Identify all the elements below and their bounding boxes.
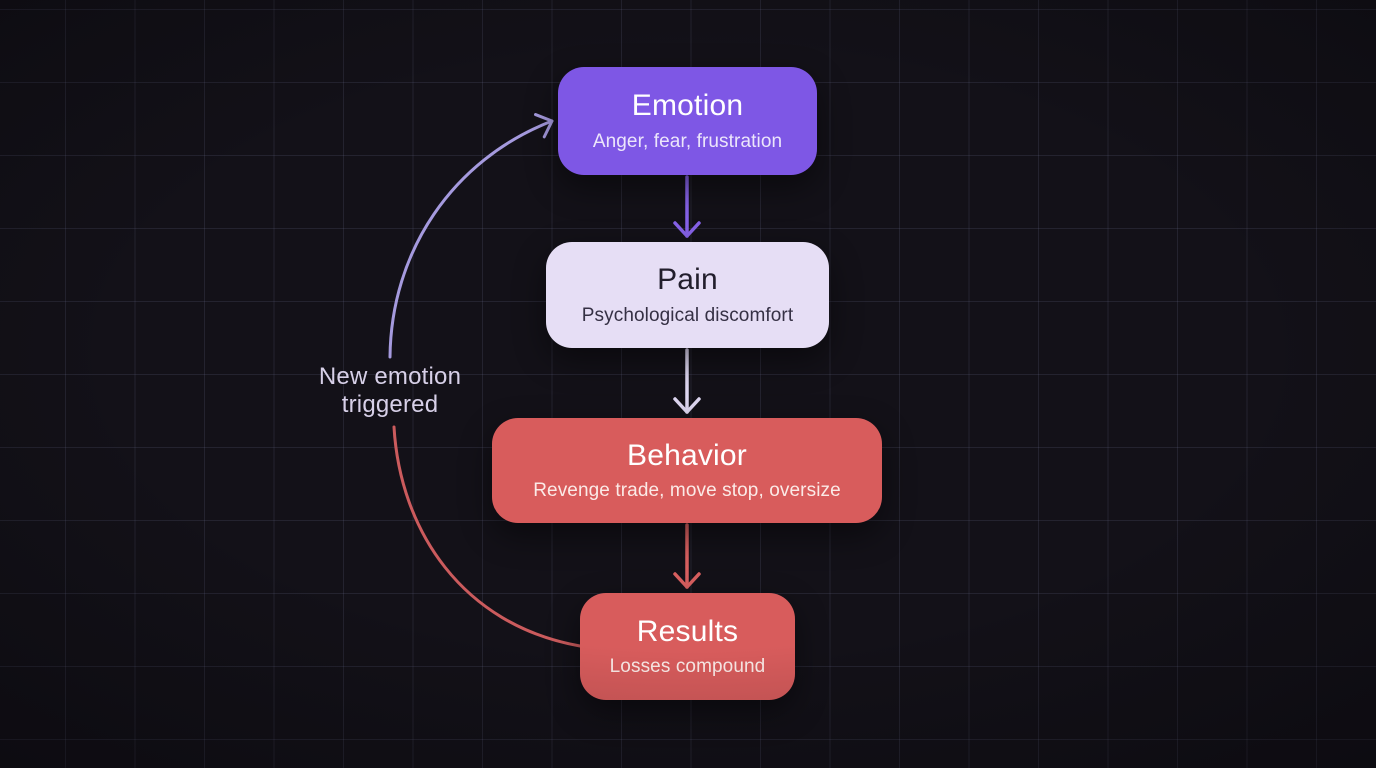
node-pain: Pain Psychological discomfort	[546, 242, 829, 348]
loop-results-to-emotion-bottom	[392, 425, 582, 648]
loop-results-to-emotion-top	[388, 113, 554, 359]
node-emotion-subtitle: Anger, fear, frustration	[592, 130, 783, 152]
node-results-title: Results	[636, 614, 739, 648]
loop-label: New emotion triggered	[318, 363, 462, 418]
node-emotion: Emotion Anger, fear, frustration	[558, 67, 817, 175]
node-emotion-title: Emotion	[631, 89, 744, 123]
node-results: Results Losses compound	[580, 593, 795, 700]
node-behavior-title: Behavior	[626, 438, 747, 472]
node-pain-subtitle: Psychological discomfort	[581, 304, 794, 326]
node-results-subtitle: Losses compound	[609, 656, 766, 678]
node-behavior-subtitle: Revenge trade, move stop, oversize	[533, 480, 841, 502]
node-behavior: Behavior Revenge trade, move stop, overs…	[492, 418, 882, 523]
node-pain-title: Pain	[657, 263, 718, 297]
